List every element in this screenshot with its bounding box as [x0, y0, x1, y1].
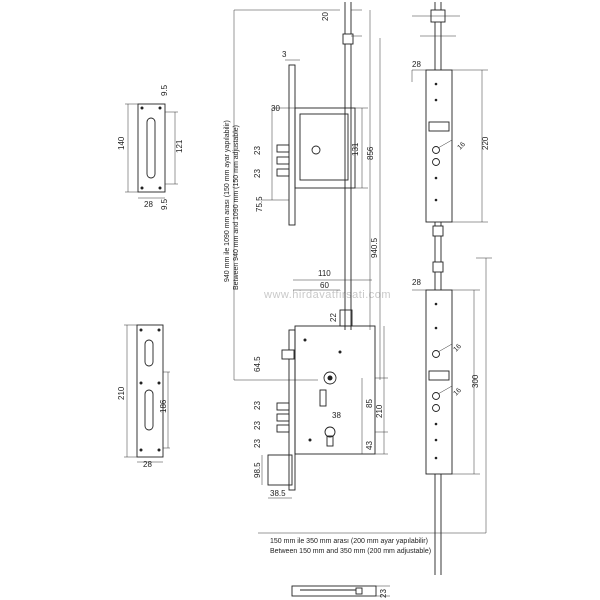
- right-top-rod: [412, 2, 460, 70]
- dim-upper-latch-a: 23: [253, 146, 262, 155]
- upper-lock-body: 3: [262, 50, 356, 226]
- dim-plate-thickness: 3: [282, 50, 287, 59]
- dim-upper-latch-b: 23: [253, 169, 262, 178]
- dim-bottom-plate: 23: [379, 589, 388, 598]
- dim-main-bolt-b: 23: [253, 421, 262, 430]
- dim-upper-offset: 75.5: [255, 196, 264, 212]
- dim-upper-total: 856: [366, 146, 375, 160]
- dim-upper-depth: 30: [271, 104, 280, 113]
- dim-faceplate-lower-screw-b: 16: [452, 387, 463, 398]
- upper-rod: [342, 2, 362, 330]
- dim-faceplate-upper-screw: 16: [456, 141, 467, 152]
- lower-faceplate: [412, 289, 480, 475]
- dim-strike-large-height: 210: [117, 386, 126, 400]
- dim-main-latch-offset: 64.5: [253, 356, 262, 372]
- upper-faceplate: [411, 69, 488, 223]
- dim-main-distance: 85: [365, 399, 374, 408]
- dim-faceplate-lower-screw-a: 16: [452, 343, 463, 354]
- note-horizontal-en: Between 150 mm and 350 mm (200 mm adjust…: [270, 548, 431, 555]
- dim-main-width: 110: [318, 269, 331, 278]
- dim-main-bolt-c: 23: [253, 439, 262, 448]
- dim-strike-large-inner: 186: [159, 399, 168, 413]
- dim-strike-small-inner: 121: [175, 139, 184, 153]
- dim-main-spacing: 38: [332, 411, 341, 420]
- main-lock-dims-top: [293, 279, 372, 291]
- bottom-rod: [434, 474, 442, 575]
- dim-main-backset: 60: [320, 281, 329, 290]
- vertical-range-dimension: [233, 9, 340, 381]
- dim-strike-small-height: 140: [117, 136, 126, 150]
- bottom-plate: [291, 585, 390, 597]
- small-strike-plate: [125, 103, 178, 199]
- dim-main-height: 210: [375, 404, 384, 418]
- dim-strike-small-bottom: 9.5: [160, 198, 169, 210]
- dim-faceplate-lower-height: 300: [471, 374, 480, 388]
- dim-main-low-offset: 98.5: [253, 462, 262, 478]
- dim-upper-height: 131: [351, 142, 360, 156]
- dim-main-bottom: 43: [365, 441, 374, 450]
- main-lock-lower-section: [261, 454, 293, 499]
- dim-faceplate-lower-width: 28: [412, 278, 421, 287]
- dim-main-depth: 38.5: [270, 489, 286, 498]
- dim-main-front: 22: [329, 313, 338, 322]
- horizontal-range-dimension: [258, 257, 492, 534]
- dim-faceplate-upper-width: 28: [412, 60, 421, 69]
- dim-strike-small-width: 28: [144, 200, 153, 209]
- dim-top-rod: 20: [321, 12, 330, 21]
- dim-strike-small-top: 9.5: [160, 84, 169, 96]
- note-vertical-tr: 940 mm ile 1090 mm arası (150 mm ayar ya…: [224, 120, 231, 282]
- middle-rod: [432, 222, 444, 290]
- large-strike-plate: [124, 324, 170, 463]
- main-lock-right-dims: [361, 326, 388, 455]
- dim-main-bolt-a: 23: [253, 401, 262, 410]
- upper-lock-height-dims: [355, 10, 381, 380]
- watermark: www.hirdavatfirsati.com: [263, 289, 391, 301]
- note-vertical-en: Between 940 mm and 1090 mm (150 mm adjus…: [233, 125, 240, 290]
- dim-upper-to-main: 940.5: [370, 237, 379, 258]
- dim-faceplate-upper-height: 220: [481, 136, 490, 150]
- dim-strike-large-width: 28: [143, 460, 152, 469]
- note-horizontal-tr: 150 mm ile 350 mm arası (200 mm ayar yap…: [270, 538, 428, 545]
- main-lock-body: [276, 309, 376, 491]
